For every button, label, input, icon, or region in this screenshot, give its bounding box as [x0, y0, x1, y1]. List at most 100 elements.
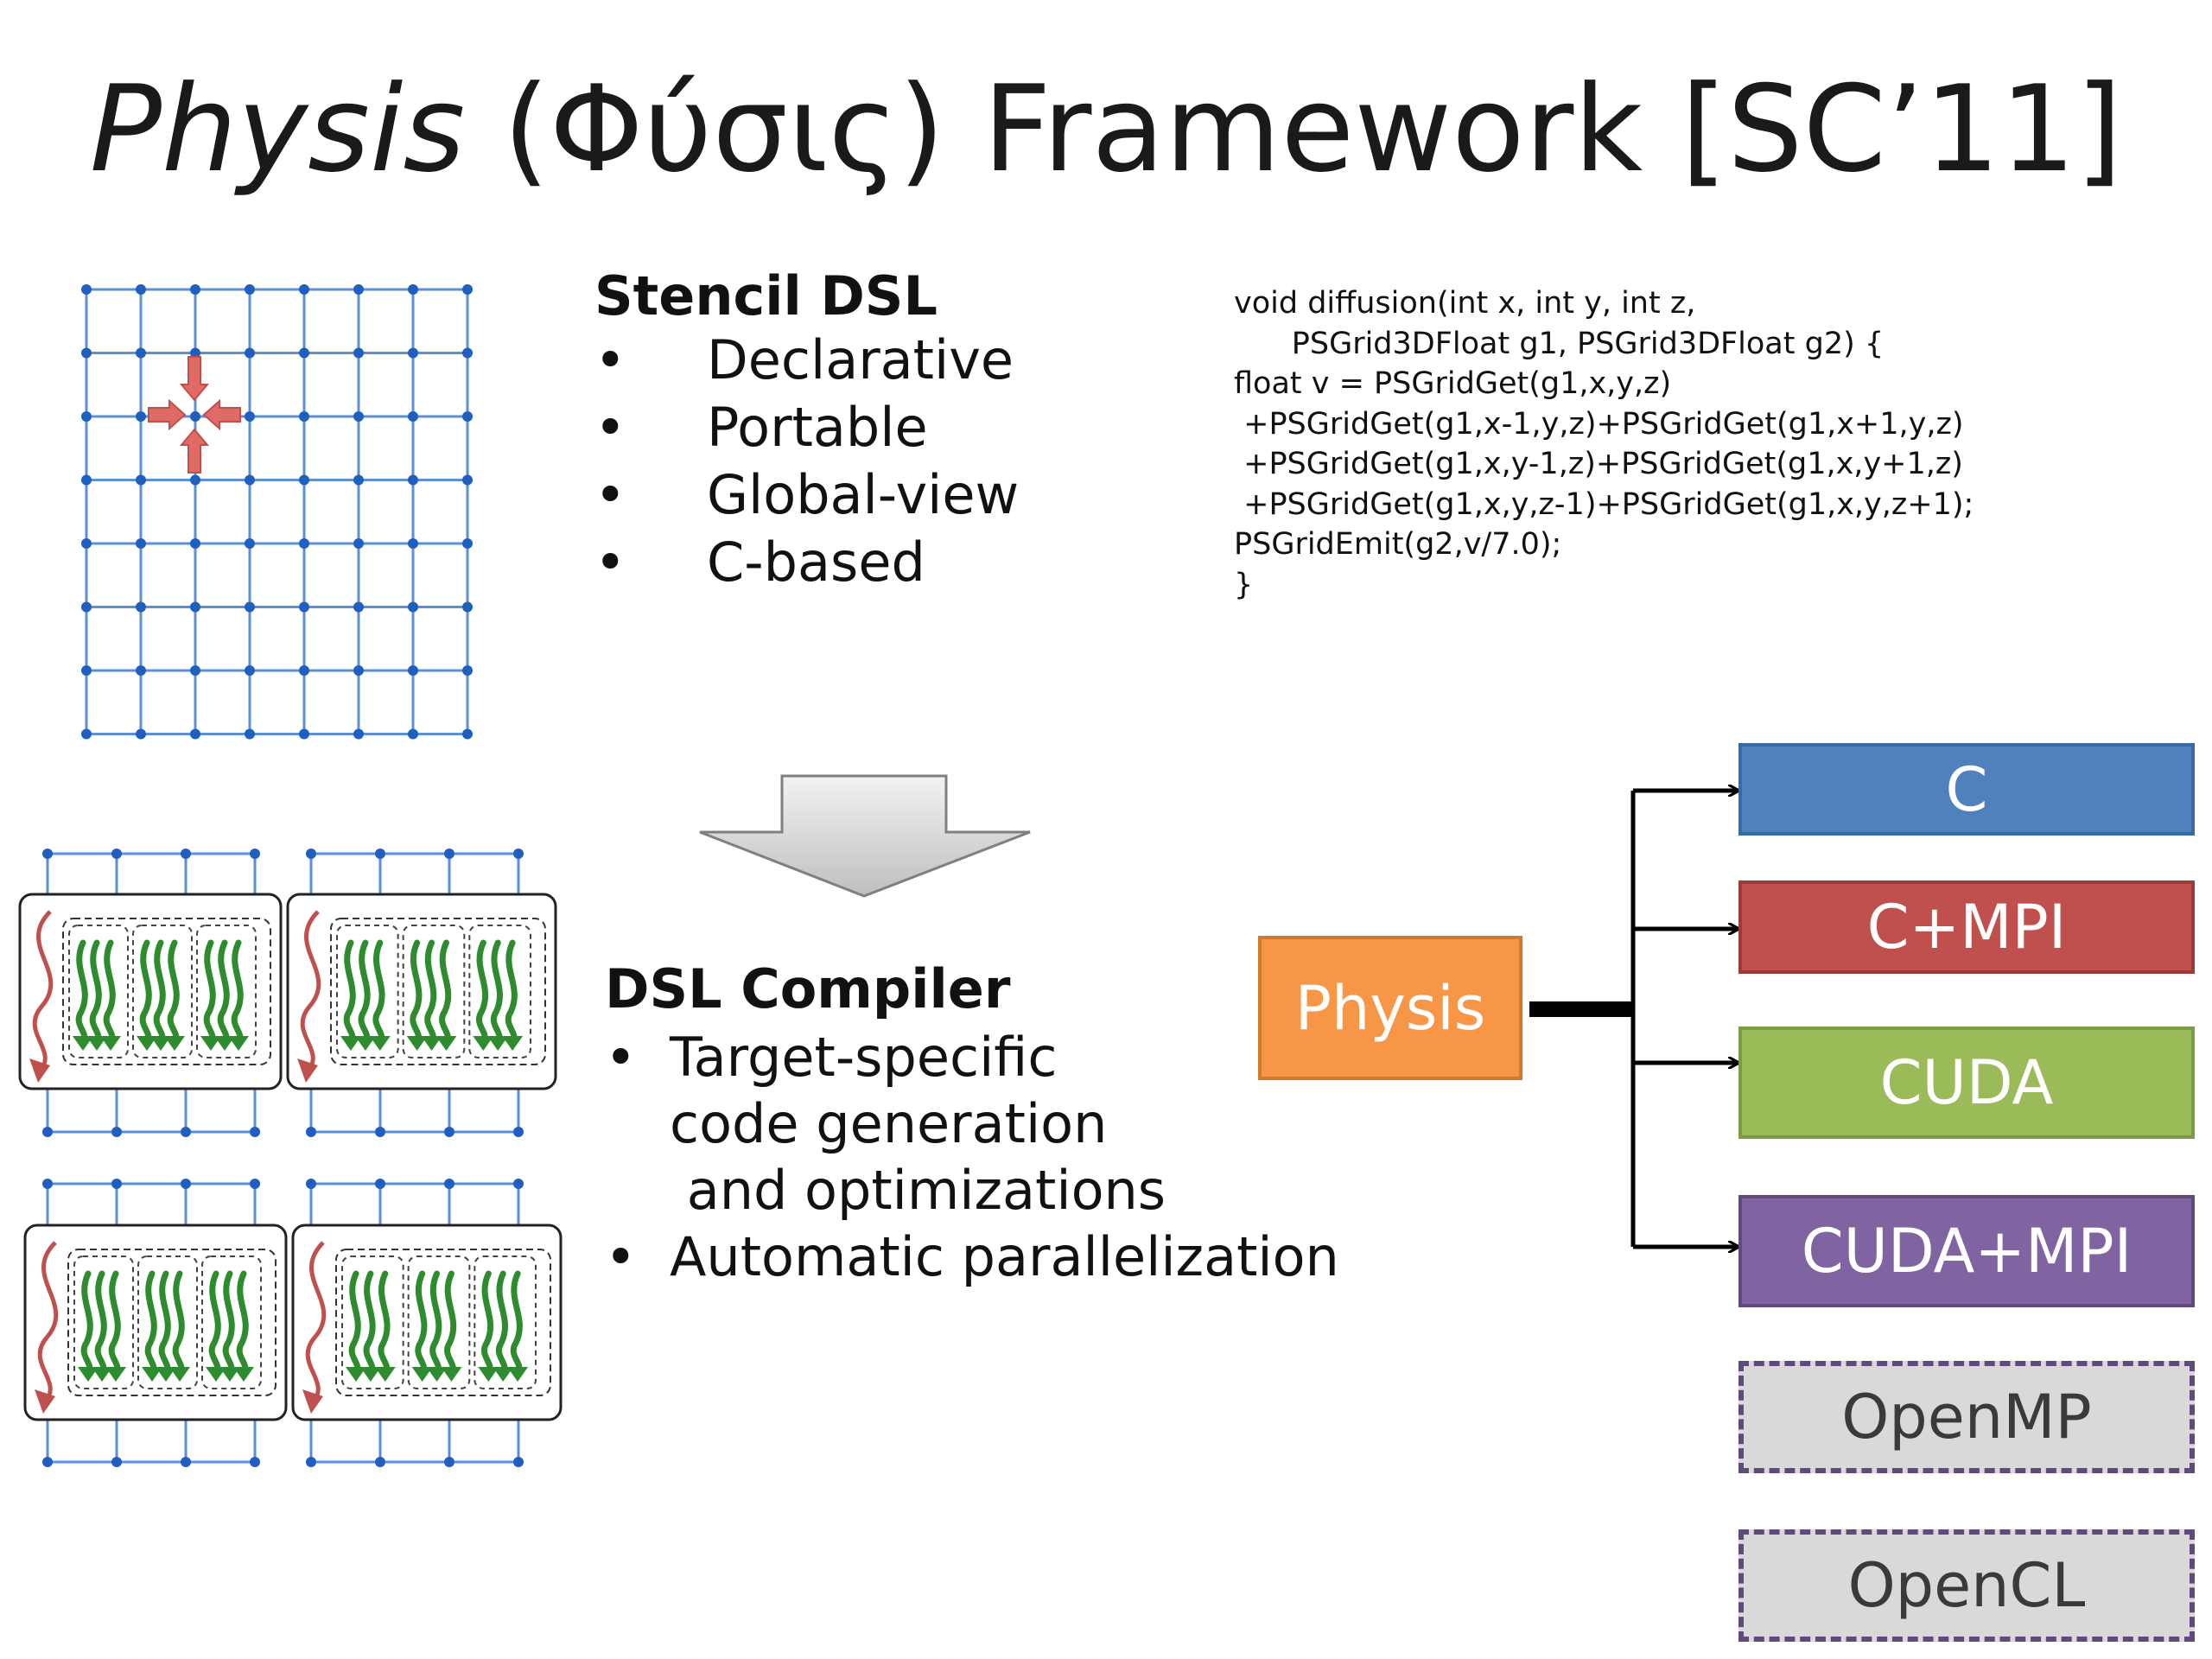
block-outline	[132, 925, 193, 1058]
grid-node	[408, 601, 418, 613]
thread-green-icon	[439, 939, 452, 1046]
thread-green-icon	[94, 1270, 107, 1376]
list-item: •Automatic parallelization	[605, 1225, 1339, 1288]
code-line: void diffusion(int x, int y, int z,	[1234, 286, 1696, 321]
grid-node	[42, 1127, 53, 1137]
green-arrowhead-icon	[426, 1367, 448, 1382]
grid-node	[306, 1179, 316, 1189]
green-arrowhead-icon	[78, 1367, 99, 1382]
grid-node	[190, 474, 200, 486]
grid-node	[462, 411, 473, 422]
block-outline	[468, 925, 531, 1058]
grid-node	[181, 849, 191, 859]
grid-node	[375, 849, 385, 859]
thread-green-icon	[363, 1270, 376, 1376]
thread-green-icon	[222, 1270, 235, 1376]
grid-node	[245, 601, 255, 613]
thread-green-icon	[481, 1270, 494, 1376]
grid-node	[513, 1457, 524, 1467]
list-item: •Declarative	[594, 328, 1014, 391]
green-arrowhead-icon	[507, 1367, 529, 1382]
grid-node	[81, 538, 92, 549]
compute-node-block	[291, 1224, 563, 1421]
grid-node	[462, 665, 473, 676]
grid-node	[306, 849, 316, 859]
stencil-arrows	[148, 356, 241, 474]
grid-node	[299, 538, 309, 549]
grid-node	[136, 665, 146, 676]
list-item: and optimizations	[670, 1159, 1166, 1222]
grid-node	[42, 1457, 53, 1467]
grid-node	[299, 347, 309, 359]
grid-node	[81, 474, 92, 486]
grid-node	[513, 1179, 524, 1189]
grid-node	[136, 538, 146, 549]
target-c: C	[1738, 743, 2195, 836]
code-listing: void diffusion(int x, int y, int z, PSGr…	[1234, 283, 1974, 605]
green-arrowhead-icon	[354, 1036, 376, 1051]
thread-green-icon	[415, 1270, 428, 1376]
grid-node	[81, 601, 92, 613]
grid-node	[136, 728, 146, 740]
grid-node	[136, 474, 146, 486]
thread-arrow	[300, 910, 321, 1073]
green-arrowhead-icon	[206, 1367, 226, 1382]
green-arrowhead-icon	[441, 1367, 462, 1382]
block-outline	[73, 1255, 134, 1389]
grid-node	[375, 1457, 385, 1467]
grid-node	[408, 411, 418, 422]
thread-arrow	[32, 910, 54, 1073]
green-arrowhead-icon	[411, 1367, 433, 1382]
stencil-grid	[81, 284, 473, 740]
grid-node	[181, 1179, 191, 1189]
grid-node	[81, 411, 92, 422]
gpu-outline	[330, 918, 546, 1065]
thread-arrowhead-icon	[302, 1389, 323, 1414]
grid-node	[513, 849, 524, 859]
grid-node	[408, 474, 418, 486]
green-arrowhead-icon	[150, 1036, 171, 1051]
green-arrowhead-icon	[487, 1036, 509, 1051]
grid-node	[250, 1457, 260, 1467]
thread-green-icon	[153, 939, 166, 1046]
block-outline	[201, 1255, 262, 1389]
thread-green-icon	[158, 1270, 171, 1376]
thread-green-icon	[89, 939, 102, 1046]
dsl-compiler-list: •Target-specific code generation and opt…	[605, 1024, 1339, 1290]
green-arrowhead-icon	[137, 1036, 157, 1051]
grid-node	[81, 347, 92, 359]
grid-node	[462, 284, 473, 295]
grid-node	[353, 347, 364, 359]
grid-node	[408, 728, 418, 740]
grid-node	[306, 1457, 316, 1467]
title-rest: (Φύσις) Framework [SC’11]	[465, 60, 2123, 199]
grid-node	[136, 601, 146, 613]
block-outline	[137, 1255, 198, 1389]
block-outline	[68, 925, 129, 1058]
code-line: float v = PSGridGet(g1,x,y,z)	[1234, 366, 1672, 401]
grid-node	[190, 538, 200, 549]
code-line: PSGridEmit(g2,v/7.0);	[1234, 527, 1562, 562]
grid-node	[299, 601, 309, 613]
thread-green-icon	[490, 939, 503, 1046]
grid-node	[444, 1127, 454, 1137]
code-line: PSGrid3DFloat g1, PSGrid3DFloat g2) {	[1234, 326, 1885, 361]
grid-node	[353, 411, 364, 422]
gpu-outline	[62, 918, 271, 1065]
arrow-down-icon	[179, 356, 210, 402]
block-outline	[402, 925, 466, 1058]
grid-node	[462, 728, 473, 740]
green-arrowhead-icon	[421, 1036, 442, 1051]
green-arrowhead-icon	[164, 1036, 185, 1051]
green-arrowhead-icon	[233, 1367, 254, 1382]
stencil-dsl-heading: Stencil DSL	[594, 264, 938, 327]
grid-node	[353, 538, 364, 549]
list-item: •Target-specific	[605, 1026, 1058, 1089]
grid-node	[111, 1127, 122, 1137]
thread-green-icon	[429, 1270, 442, 1376]
green-arrowhead-icon	[406, 1036, 428, 1051]
physis-box: Physis	[1258, 936, 1522, 1080]
grid-node	[462, 347, 473, 359]
green-arrowhead-icon	[100, 1036, 121, 1051]
green-arrowhead-icon	[369, 1036, 391, 1051]
